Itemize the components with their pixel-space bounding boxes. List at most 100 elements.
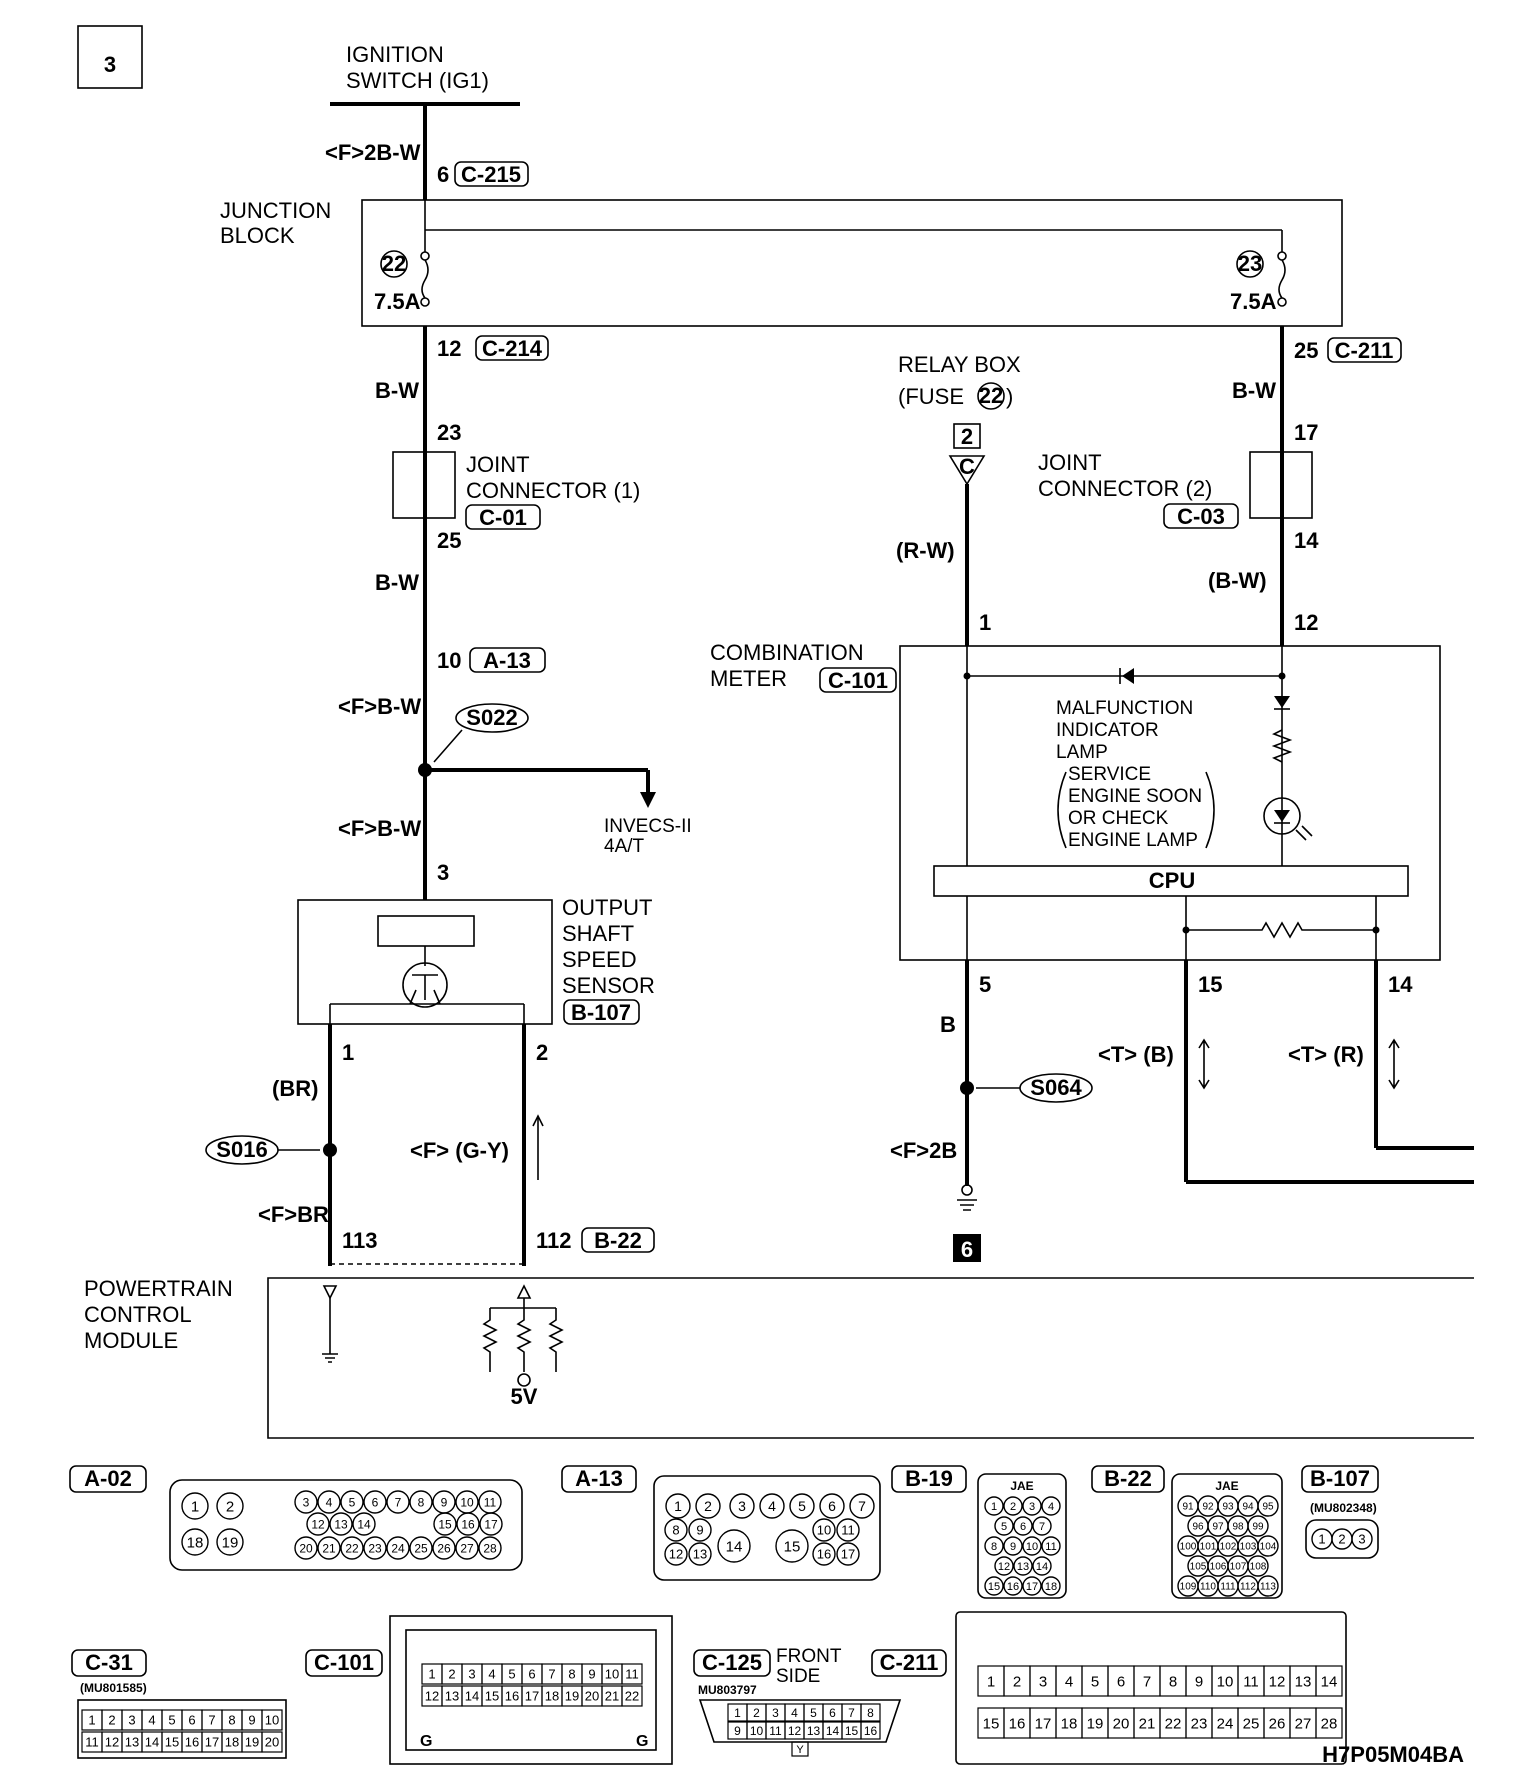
cv-c31-tag [71, 1649, 147, 1677]
relay-box-label-2: (FUSE [898, 384, 964, 409]
mil-label-4: SERVICE [1068, 764, 1151, 785]
c31-pin-shape [261, 1731, 283, 1753]
relay-fuse-badge [977, 382, 1005, 410]
pin-12: 12 [437, 336, 461, 361]
a02-pin: 20 [299, 1541, 313, 1555]
mil-label-1: MALFUNCTION [1056, 698, 1193, 719]
wire-label-12: <F>BR [258, 1202, 329, 1227]
cv-a02-tag [69, 1465, 147, 1493]
a13-pin-shape [664, 1542, 688, 1566]
ground-ref: 6 [961, 1237, 973, 1262]
conn-a13: A-13 [483, 648, 531, 673]
b19-pin-shape [994, 1556, 1014, 1576]
cv-c125-tag [693, 1649, 771, 1677]
ground-symbol [957, 1199, 977, 1211]
c101-pin: 19 [565, 1689, 579, 1704]
c125-pin: 4 [791, 1706, 798, 1720]
pin-3: 3 [437, 860, 449, 885]
a02-pin: 2 [226, 1498, 234, 1515]
c211-pin: 10 [1217, 1673, 1234, 1690]
a02-pin-shape [181, 1528, 209, 1556]
a02-pin-shape [329, 1512, 353, 1536]
splice-dot-s016 [323, 1143, 337, 1157]
c125-pin: 12 [788, 1724, 802, 1738]
mil-led [1263, 797, 1301, 835]
powertrain-control-module [267, 1277, 1474, 1439]
relay-connector-c: C [959, 454, 975, 479]
oss-label-3: SPEED [562, 947, 637, 972]
mil-label-7: ENGINE LAMP [1068, 830, 1198, 851]
junction-block [361, 199, 1343, 327]
b107-pin: 2 [1338, 1532, 1345, 1547]
pin-1-oss: 1 [342, 1040, 354, 1065]
b22-pin-shape [1247, 1555, 1269, 1577]
c211-pin: 5 [1091, 1673, 1099, 1690]
conn-c214: C-214 [482, 336, 543, 361]
c31-pin: 1 [88, 1713, 95, 1728]
fuse-23-number: 23 [1238, 251, 1262, 276]
cv-b107-part: (MU802348) [1310, 1501, 1377, 1515]
c211-pin: 12 [1269, 1673, 1286, 1690]
b22-pin: 110 [1200, 1582, 1216, 1593]
a02-pin-shape [216, 1492, 244, 1520]
page-number-box [77, 25, 143, 89]
b19-pin-shape [1013, 1516, 1033, 1536]
c211-pin: 26 [1269, 1715, 1286, 1732]
a02-pin-shape [317, 1536, 341, 1560]
b19-pin: 2 [1010, 1501, 1016, 1513]
b19-pin: 8 [991, 1541, 997, 1553]
conn-box-b107 [563, 999, 640, 1025]
b19-pin-shape [1032, 1556, 1052, 1576]
b19-pin: 9 [1010, 1541, 1016, 1553]
a02-pin: 18 [187, 1534, 204, 1551]
b22-pin: 99 [1252, 1522, 1264, 1533]
wire-label-3: B-W [375, 570, 419, 595]
a13-pin: 10 [817, 1523, 831, 1538]
a02-pin: 7 [395, 1495, 402, 1509]
b19-pin: 16 [1007, 1581, 1019, 1593]
a13-pin: 13 [693, 1547, 707, 1562]
b22-pin: 92 [1202, 1502, 1214, 1513]
b22-pin: 95 [1262, 1502, 1274, 1513]
a02-pin: 16 [461, 1517, 475, 1531]
a13-pin-shape [688, 1518, 712, 1542]
a02-pin: 6 [372, 1495, 379, 1509]
b22-pin: 105 [1190, 1562, 1207, 1573]
cv-b19-tag [891, 1465, 967, 1493]
b19-pin: 18 [1045, 1581, 1057, 1593]
b22-pin-shape [1257, 1535, 1279, 1557]
fuse-22-element [421, 259, 429, 299]
b19-pin: 1 [991, 1501, 997, 1513]
a02-pin-shape [352, 1512, 376, 1536]
c101-pin: 21 [605, 1689, 619, 1704]
a02-pin-shape [317, 1490, 341, 1514]
invecs-arrow [640, 792, 656, 808]
a13-pin: 5 [798, 1498, 806, 1514]
a13-pin: 16 [817, 1547, 831, 1562]
c101-pin: 18 [545, 1689, 559, 1704]
a02-pin-shape [386, 1536, 410, 1560]
conn-box-a13 [469, 647, 546, 673]
cv-c31-body [77, 1699, 287, 1759]
cv-c211-label: C-211 [880, 1650, 939, 1675]
b19-pin: 6 [1020, 1521, 1026, 1533]
c101-pin-shape [621, 1663, 643, 1685]
cv-b19-body [977, 1473, 1067, 1599]
c101-pin: 12 [425, 1689, 439, 1704]
a02-pin-shape [409, 1490, 433, 1514]
cv-b22-label: B-22 [1104, 1466, 1152, 1491]
a13-pin: 3 [738, 1498, 746, 1514]
c101-pin: 9 [588, 1667, 595, 1682]
cpu-label: CPU [1149, 868, 1195, 893]
c211-pin: 25 [1243, 1715, 1260, 1732]
cv-a13-label: A-13 [575, 1466, 623, 1491]
c125-key-shape [791, 1741, 809, 1757]
c101-pin: 1 [428, 1667, 435, 1682]
combination-meter [899, 645, 1441, 961]
c101-pin: 11 [625, 1667, 639, 1682]
wire-label-11: (BR) [272, 1076, 318, 1101]
